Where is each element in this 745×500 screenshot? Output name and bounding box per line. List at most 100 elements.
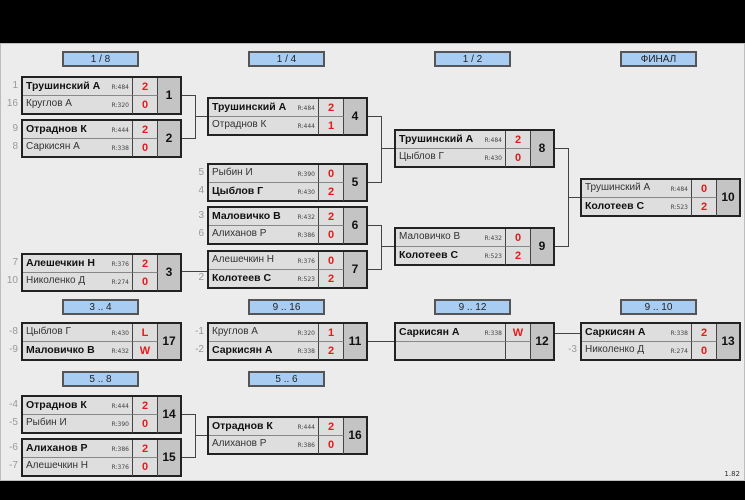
match-number: 15 [158,440,180,475]
bracket-connector [368,182,381,183]
bracket-connector [368,269,381,270]
player-rating: R:274 [111,279,129,286]
player-score [506,342,531,360]
player-name: Маловичко В [26,344,95,356]
seed-number: 5 [198,167,204,178]
player-rating: R:444 [297,123,315,130]
match-number: 10 [717,180,739,215]
match-number: 5 [344,165,366,200]
player-rating: R:444 [111,403,129,410]
player-rating: R:523 [484,253,502,260]
player-rating: R:386 [297,442,315,449]
player-rating: R:390 [297,171,315,178]
bracket-connector [381,148,394,149]
round-header: 9 .. 10 [620,299,697,315]
player-rating: R:432 [484,235,502,242]
player-rating: R:338 [111,145,129,152]
match-number: 4 [344,99,366,134]
player-score: 2 [133,255,158,273]
player-score: 2 [319,418,344,436]
match-number: 16 [344,418,366,453]
seed-number: 9 [12,123,18,134]
bracket-connector [555,246,568,247]
match-number: 6 [344,208,366,243]
player-score: 2 [133,121,158,139]
player-name: Отраднов К [26,123,87,135]
player-score: 2 [692,198,717,216]
player-name: Трушинский А [26,80,101,92]
player-score: 0 [692,342,717,360]
round-header: 3 .. 4 [62,299,139,315]
match-number: 14 [158,397,180,432]
player-rating: R:386 [111,446,129,453]
player-rating: R:444 [111,127,129,134]
player-rating: R:338 [484,330,502,337]
match-number: 13 [717,324,739,359]
player-row[interactable] [396,342,506,360]
player-score: 2 [133,78,158,96]
player-name: Трушинский А [399,133,474,145]
player-score: 0 [319,226,344,244]
player-name: Круглов А [26,98,72,109]
player-rating: R:432 [111,348,129,355]
round-header: 1 / 2 [434,51,511,67]
player-rating: R:484 [297,105,315,112]
player-name: Алешечкин Н [26,257,95,269]
seed-number: 6 [198,228,204,239]
player-rating: R:432 [297,214,315,221]
player-row[interactable]: Отраднов К R:444 [23,121,133,139]
player-score: 2 [133,397,158,415]
round-header: 1 / 8 [62,51,139,67]
player-row[interactable]: Маловичко В R:432 [23,342,133,360]
match-number: 9 [531,229,553,264]
